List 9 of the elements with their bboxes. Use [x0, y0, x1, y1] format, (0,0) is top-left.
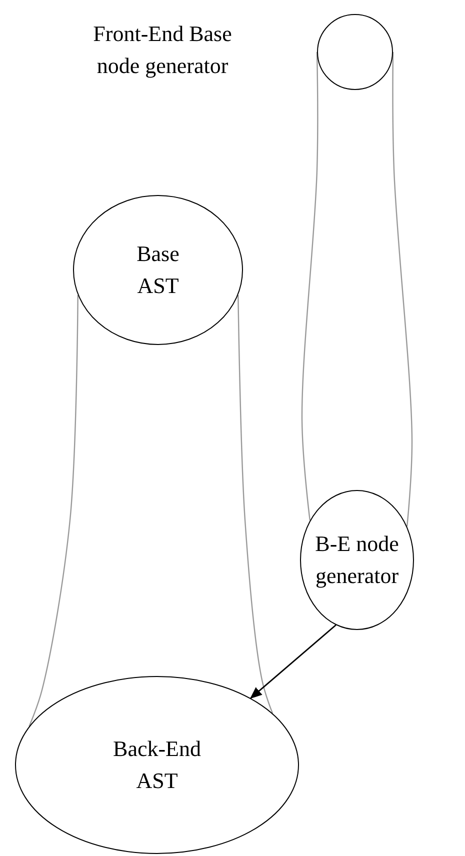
connector-line — [28, 295, 78, 727]
node-label: Back-End AST — [112, 735, 202, 795]
connector-line — [238, 295, 274, 714]
node-label: Base AST — [136, 240, 180, 300]
arrow — [250, 624, 336, 699]
node-label: B-E node generator — [314, 530, 400, 590]
node-caption: Front-End Base node generator — [92, 20, 233, 80]
connector-line — [392, 52, 413, 526]
connector-line — [301, 52, 318, 521]
